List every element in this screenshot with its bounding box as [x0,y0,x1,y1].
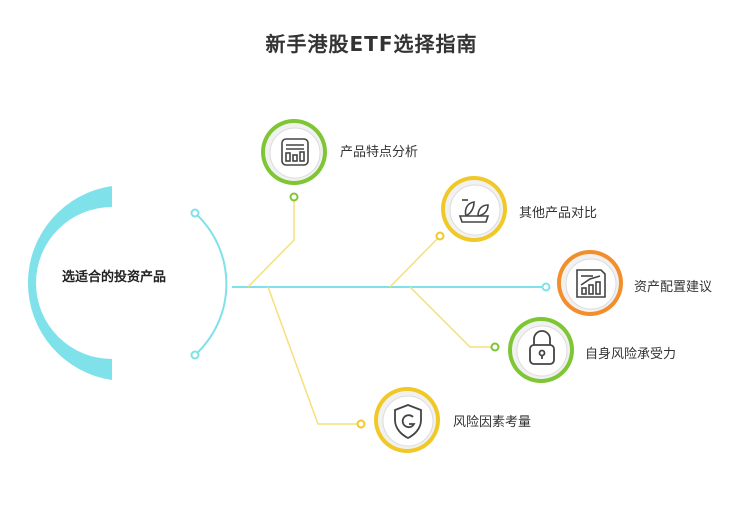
node-compare [441,176,507,242]
label-asset-allocation: 资产配置建议 [634,280,713,295]
node-risk-tolerance [508,317,574,383]
center-crescent [27,186,113,380]
growth-chart-icon [576,269,606,298]
arc-dot-bottom [190,350,200,360]
label-product-analysis: 产品特点分析 [340,145,419,160]
center-arc [194,212,228,356]
connector-product-analysis [247,199,295,288]
label-risk-tolerance: 自身风险承受力 [585,347,677,362]
label-compare: 其他产品对比 [519,206,598,221]
page-title: 新手港股ETF选择指南 [265,32,478,56]
connector-dot-risk-tolerance [490,342,500,352]
connector-compare [389,237,439,288]
node-asset-allocation [557,250,623,316]
connector-risk-tolerance [409,286,492,348]
connector-dot-product-analysis [289,192,299,202]
connector-risk-factors [267,286,358,425]
padlock-icon [529,330,555,365]
connector-dot-risk-factors [356,419,366,429]
node-risk-factors [374,387,440,453]
node-product-analysis [261,119,327,185]
arc-dot-top [190,208,200,218]
center-circle [36,207,188,359]
chart-board-icon [281,138,309,166]
plant-tray-icon [458,199,490,223]
label-risk-factors: 风险因素考量 [453,415,532,430]
shield-icon [394,404,422,440]
center-label: 选适合的投资产品 [61,270,166,285]
connector-dot-compare [435,231,445,241]
main-connector-dot [541,282,551,292]
